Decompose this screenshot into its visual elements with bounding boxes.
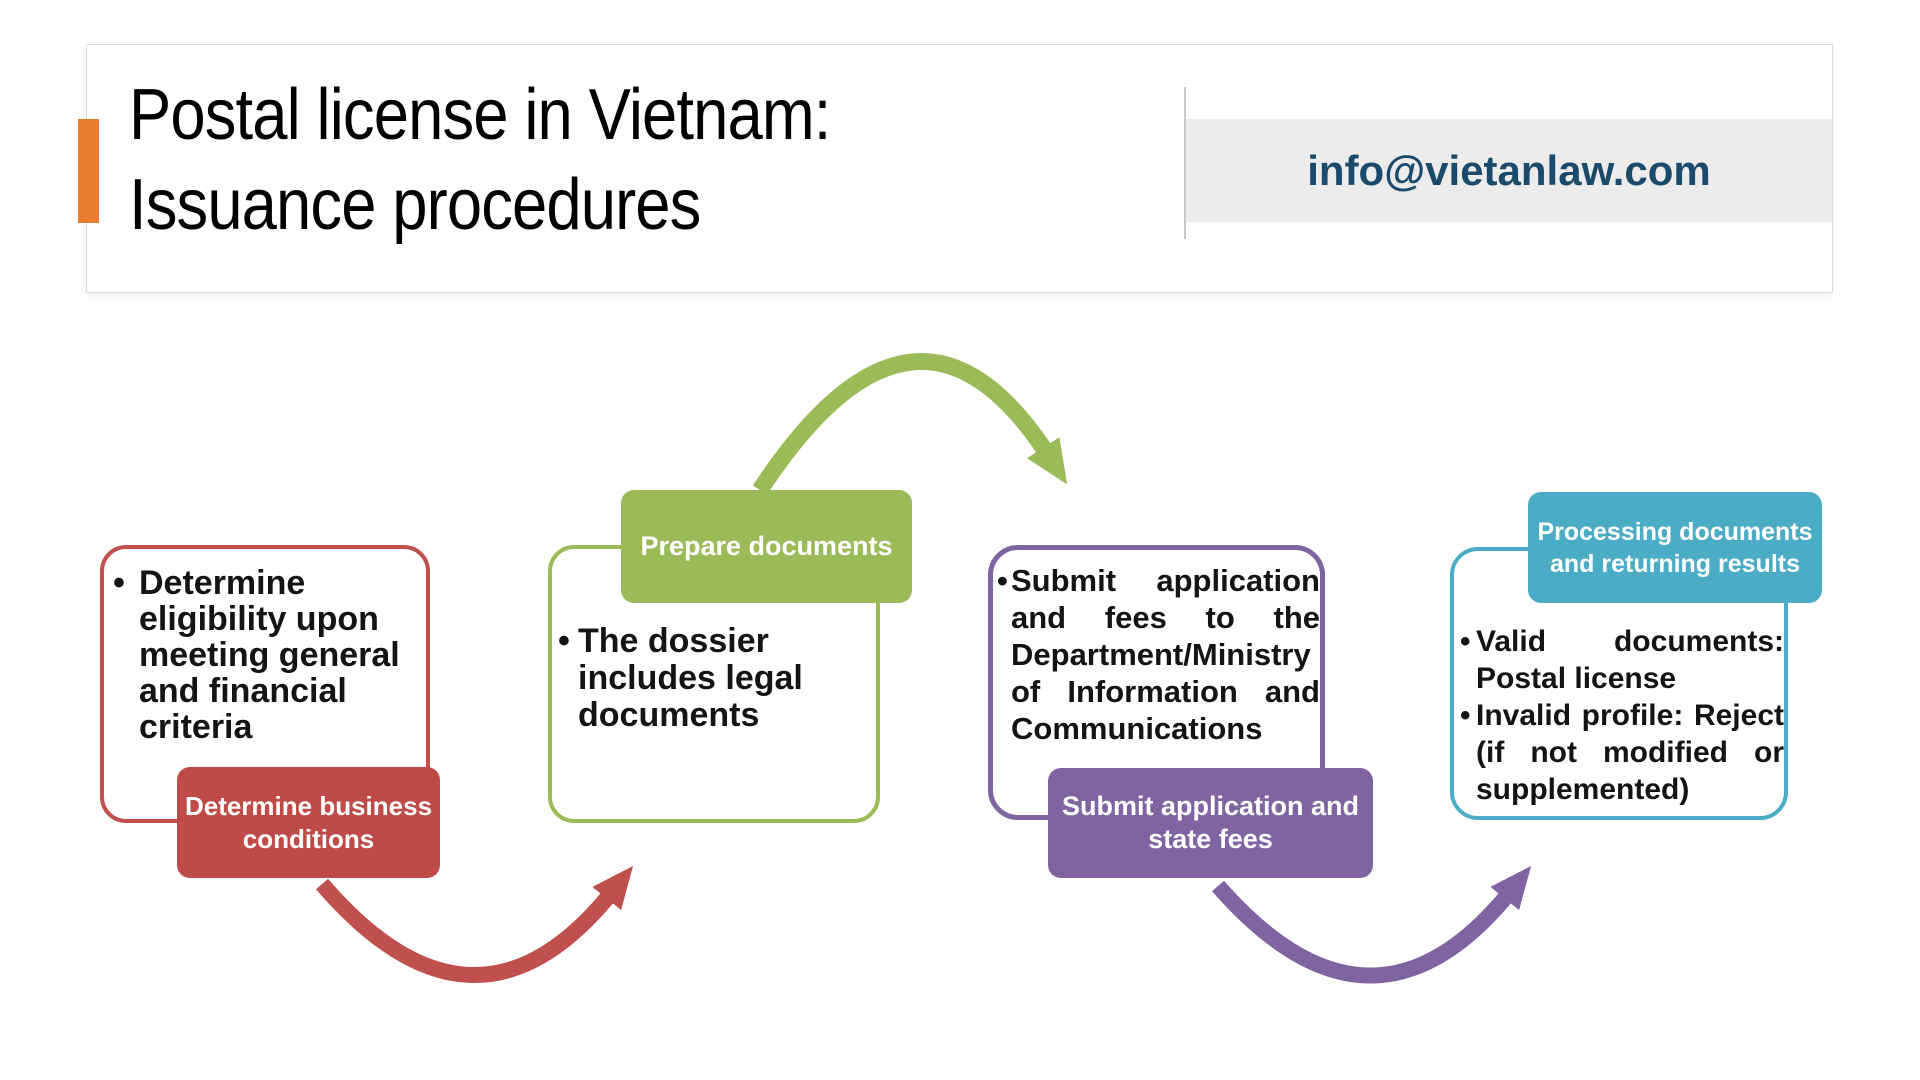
step3-bullet-item: • Submit application and fees to the Dep… xyxy=(997,562,1320,747)
step2-bullet-item: • The dossier includes legal documents xyxy=(558,623,876,734)
step4-label: Processing documents and returning resul… xyxy=(1528,492,1822,603)
arrow-step1-to-step2 xyxy=(315,865,634,983)
step1-card: • Determine eligibility upon meeting gen… xyxy=(100,545,430,823)
step2-label: Prepare documents xyxy=(621,490,912,603)
title-line-1: Postal license in Vietnam: xyxy=(129,75,831,155)
email-text: info@vietanlaw.com xyxy=(1307,146,1711,194)
step3-label: Submit application and state fees xyxy=(1048,768,1373,878)
step4-bullet-item: • Invalid profile: Reject (if not modifi… xyxy=(1460,697,1784,808)
step4-item-text-valid: Valid documents: Postal license xyxy=(1476,625,1784,695)
header-divider-line xyxy=(1184,87,1186,239)
step4-item-text-invalid: Invalid profile: Reject (if not modified… xyxy=(1476,699,1784,806)
step2-item-text: The dossier includes legal documents xyxy=(578,622,803,734)
title-line-2: Issuance procedures xyxy=(129,165,701,245)
step3-item-text: Submit application and fees to the Depar… xyxy=(1011,563,1320,746)
email-badge: info@vietanlaw.com xyxy=(1186,119,1832,222)
bullet-icon: • xyxy=(997,563,1008,598)
orange-accent-bar xyxy=(78,119,99,223)
bullet-icon: • xyxy=(1460,625,1471,658)
bullet-icon: • xyxy=(558,622,570,660)
arrow-step3-to-step4 xyxy=(1211,865,1532,984)
step1-item-text: Determine eligibility upon meeting gener… xyxy=(139,564,400,746)
step1-bullet-item: • Determine eligibility upon meeting gen… xyxy=(113,565,426,745)
slide-title: Postal license in Vietnam: Issuance proc… xyxy=(129,70,831,250)
step1-label: Determine business conditions xyxy=(177,767,440,878)
step4-bullet-item: • Valid documents: Postal license xyxy=(1460,623,1784,697)
bullet-icon: • xyxy=(113,564,125,602)
arrow-step2-to-step3 xyxy=(752,353,1068,495)
bullet-icon: • xyxy=(1460,699,1471,732)
